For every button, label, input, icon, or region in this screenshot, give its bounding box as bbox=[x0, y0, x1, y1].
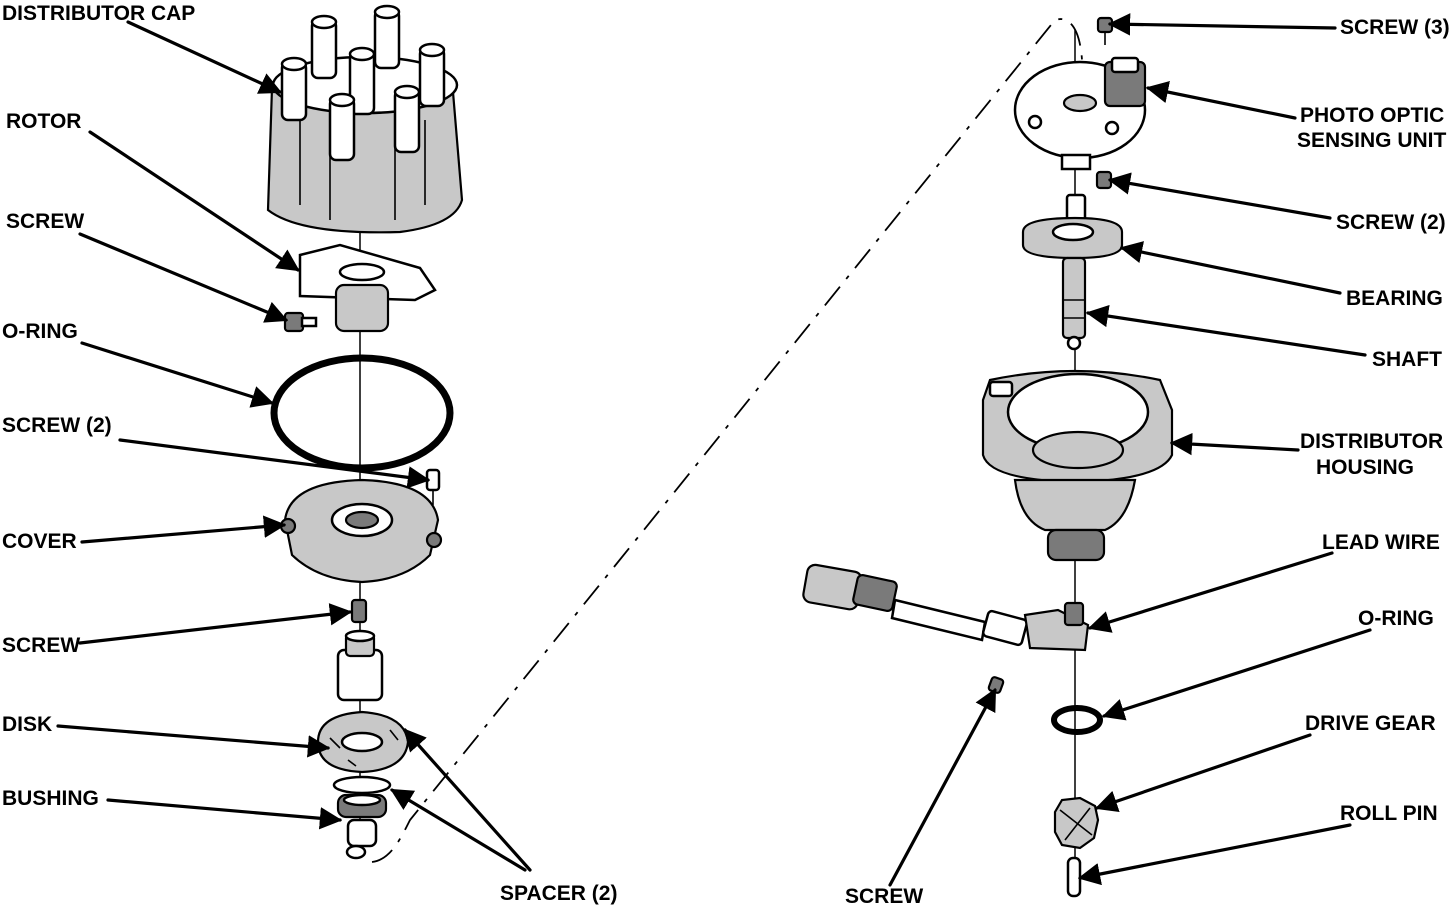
rotor-screw bbox=[283, 311, 318, 333]
disk-screw bbox=[350, 598, 368, 624]
label-bearing: BEARING bbox=[1346, 287, 1443, 310]
distributor-cap bbox=[266, 4, 464, 234]
label-screw-disk: SCREW bbox=[2, 634, 80, 657]
label-cover: COVER bbox=[2, 530, 77, 553]
label-screw-rotor: SCREW bbox=[6, 210, 84, 233]
spacer-and-bushing bbox=[332, 775, 392, 860]
top-screw bbox=[1096, 16, 1114, 45]
label-disk: DISK bbox=[2, 713, 52, 736]
label-photo-optic-line1: PHOTO OPTIC bbox=[1300, 104, 1444, 127]
photo-optic-sensing-unit bbox=[1013, 56, 1147, 171]
rotor bbox=[298, 243, 437, 333]
label-drive-gear: DRIVE GEAR bbox=[1305, 712, 1436, 735]
label-bushing: BUSHING bbox=[2, 787, 99, 810]
label-lead-wire: LEAD WIRE bbox=[1322, 531, 1440, 554]
label-screw-3: SCREW (3) bbox=[1340, 16, 1450, 39]
label-housing-line2: HOUSING bbox=[1316, 456, 1414, 479]
bearing bbox=[1021, 193, 1124, 260]
label-screw-2-cover: SCREW (2) bbox=[2, 414, 112, 437]
label-distributor-cap: DISTRIBUTOR CAP bbox=[2, 2, 195, 25]
roll-pin bbox=[1066, 856, 1082, 898]
disk bbox=[316, 629, 410, 774]
label-o-ring-small: O-RING bbox=[1358, 607, 1434, 630]
label-shaft: SHAFT bbox=[1372, 348, 1442, 371]
label-roll-pin: ROLL PIN bbox=[1340, 802, 1438, 825]
large-o-ring bbox=[270, 354, 454, 472]
label-screw-2-right: SCREW (2) bbox=[1336, 211, 1446, 234]
leader-lines bbox=[56, 13, 1372, 887]
label-o-ring-large: O-RING bbox=[2, 320, 78, 343]
assembly-connection-line bbox=[371, 18, 1083, 863]
drive-gear bbox=[1053, 796, 1100, 850]
shaft bbox=[1061, 256, 1087, 351]
label-rotor: ROTOR bbox=[6, 110, 81, 133]
label-photo-optic-line2: SENSING UNIT bbox=[1297, 129, 1447, 152]
label-housing-line1: DISTRIBUTOR bbox=[1300, 430, 1443, 453]
cover bbox=[279, 478, 443, 584]
label-screw-bottom: SCREW bbox=[845, 885, 923, 906]
distributor-housing bbox=[981, 369, 1174, 562]
label-spacer-2: SPACER (2) bbox=[500, 882, 617, 905]
lead-wire bbox=[802, 563, 1090, 652]
small-o-ring bbox=[1051, 705, 1103, 735]
